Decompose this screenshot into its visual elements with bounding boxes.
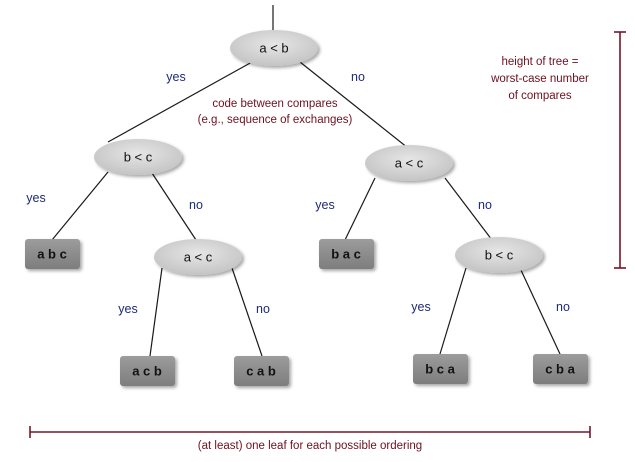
edge-left-right-no xyxy=(231,267,263,357)
leaf-cba: c b a xyxy=(533,354,588,384)
edge-root-left xyxy=(107,61,253,143)
leaf-label: c a b xyxy=(246,364,276,379)
edge-label-right-no: no xyxy=(478,198,492,212)
compare-node-root: a < b xyxy=(230,30,318,66)
leaf-bca: b c a xyxy=(413,354,468,384)
edge-label-right-right-yes: yes xyxy=(411,300,430,314)
height-note-line3: of compares xyxy=(508,90,572,102)
tree-edges xyxy=(51,5,561,357)
compare-node-right-right: b < c xyxy=(455,237,543,273)
compare-label: a < b xyxy=(259,41,288,56)
compare-node-right: a < c xyxy=(365,145,453,181)
edge-label-left-right-yes: yes xyxy=(118,302,137,316)
leaf-cab: c a b xyxy=(234,356,289,386)
leaf-bracket xyxy=(29,426,591,438)
edge-right-right-yes xyxy=(439,267,467,355)
edge-label-root-no: no xyxy=(351,70,365,84)
code-between-compares-example: (e.g., sequence of exchanges) xyxy=(198,114,353,126)
edge-left-yes xyxy=(51,171,109,241)
leaf-label: c b a xyxy=(545,362,575,377)
edge-label-left-yes: yes xyxy=(26,191,45,205)
edge-label-left-right-no: no xyxy=(256,302,270,316)
compare-label: a < c xyxy=(184,250,213,265)
compare-node-left: b < c xyxy=(94,139,182,175)
edge-left-right-yes xyxy=(149,267,163,357)
edge-left-no xyxy=(149,169,199,244)
leaf-label: b c a xyxy=(425,362,455,377)
edge-right-yes xyxy=(344,177,376,241)
compare-node-left-right: a < c xyxy=(154,239,242,275)
compare-label: b < c xyxy=(124,150,153,165)
height-note-line1: height of tree = xyxy=(501,56,578,68)
leaf-bac: b a c xyxy=(319,239,374,269)
leaf-label: a c b xyxy=(132,364,162,379)
edge-label-right-yes: yes xyxy=(315,198,334,212)
leaf-label: b a c xyxy=(331,247,361,262)
height-bracket xyxy=(614,31,626,269)
leaf-abc: a b c xyxy=(25,239,80,269)
edge-right-right-no xyxy=(519,267,561,355)
edge-label-right-right-no: no xyxy=(556,300,570,314)
code-between-compares-note: code between compares xyxy=(212,98,338,110)
compare-label: a < c xyxy=(395,156,424,171)
leaf-acb: a c b xyxy=(120,356,175,386)
leaf-label: a b c xyxy=(37,247,67,262)
height-note-line2: worst-case number xyxy=(490,73,589,85)
edge-label-root-yes: yes xyxy=(166,70,185,84)
edge-label-left-no: no xyxy=(189,198,203,212)
edge-right-no xyxy=(444,177,493,241)
compare-label: b < c xyxy=(485,248,514,263)
edge-root-right xyxy=(299,61,409,149)
leaf-ordering-note: (at least) one leaf for each possible or… xyxy=(198,440,422,452)
